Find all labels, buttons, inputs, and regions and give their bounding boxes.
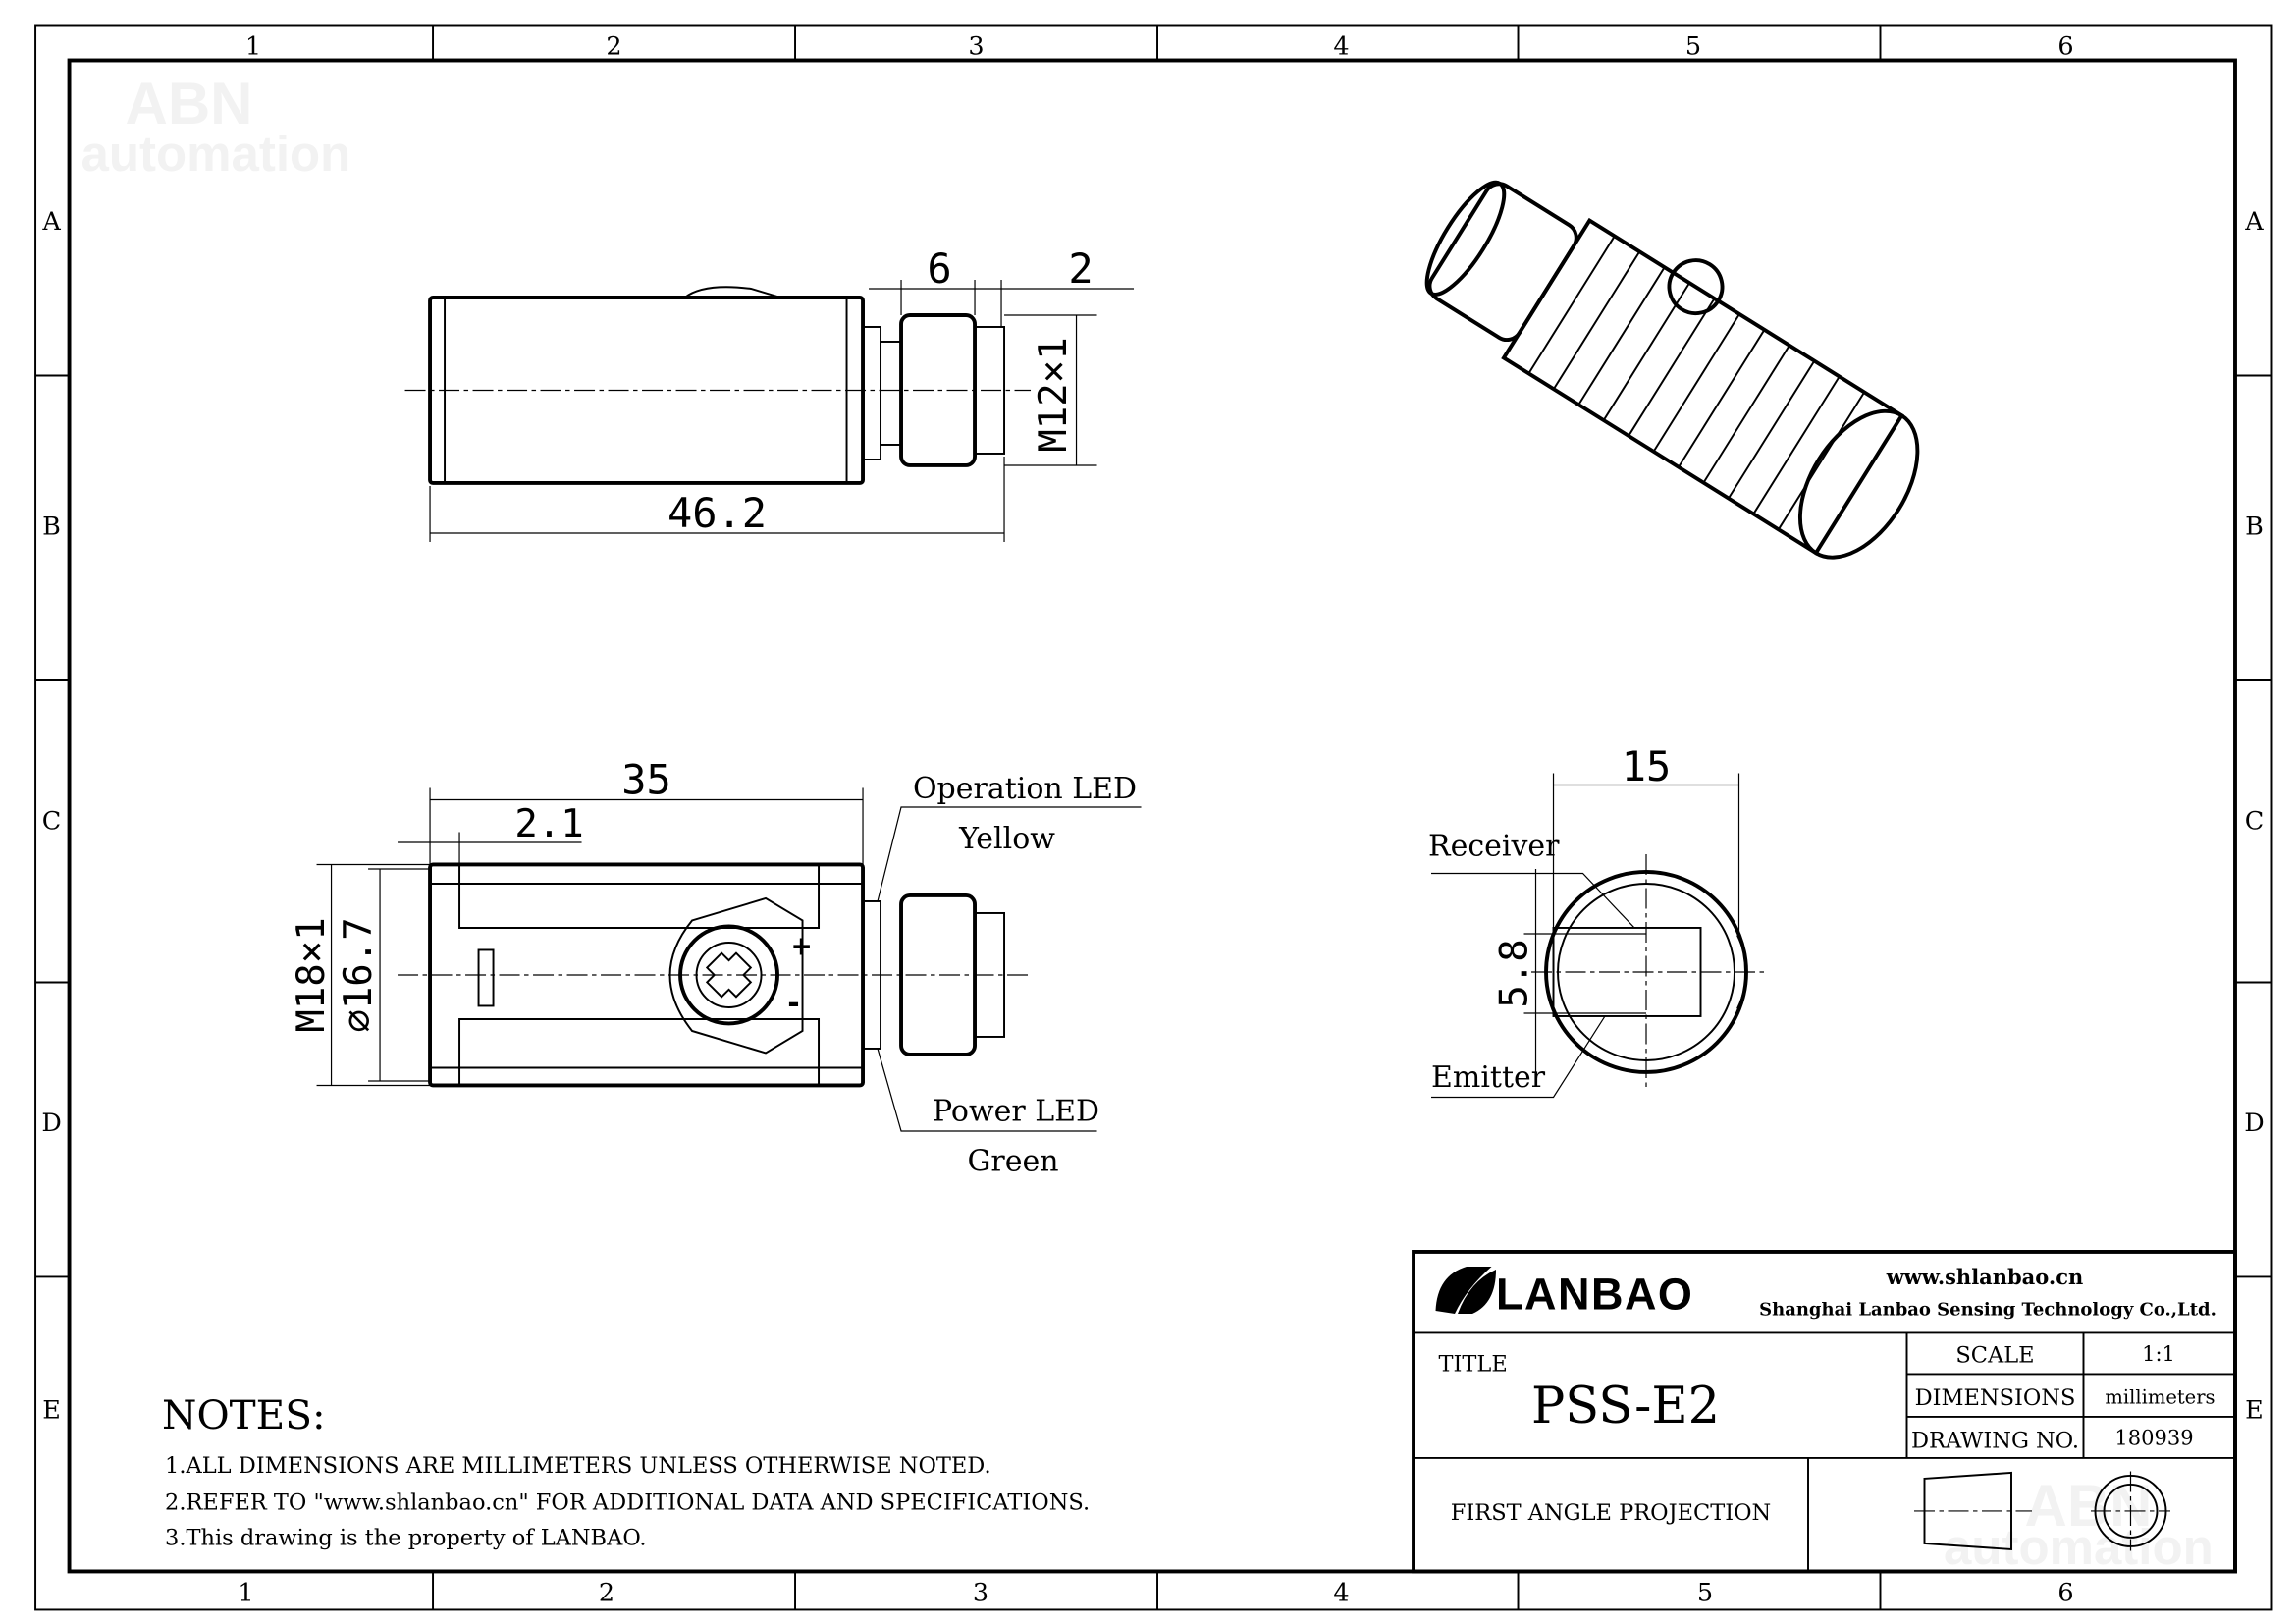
- lanbao-logo: LANBAO: [1435, 1266, 1693, 1319]
- column-label: 1: [238, 1578, 253, 1607]
- dim-thread: M12×1: [1032, 337, 1076, 452]
- note-item: 1.ALL DIMENSIONS ARE MILLIMETERS UNLESS …: [165, 1453, 991, 1479]
- row-label: E: [42, 1395, 61, 1425]
- watermark-top: ABN automation: [81, 71, 351, 182]
- drawing-title: PSS-E2: [1531, 1378, 1720, 1435]
- note-item: 2.REFER TO "www.shlanbao.cn" FOR ADDITIO…: [165, 1489, 1090, 1515]
- row-label: C: [42, 806, 62, 836]
- column-label: 1: [245, 31, 261, 61]
- power-led-color: Green: [967, 1144, 1058, 1178]
- title-label: TITLE: [1439, 1351, 1508, 1377]
- column-label: 5: [1685, 31, 1701, 61]
- column-label: 5: [1697, 1578, 1713, 1607]
- column-label: 6: [2057, 1578, 2073, 1607]
- dim-offset: 2.1: [514, 802, 583, 846]
- dim-length: 46.2: [667, 489, 767, 537]
- svg-text:automation: automation: [81, 126, 351, 182]
- row-label: B: [42, 512, 61, 541]
- dim-width: 15: [1622, 742, 1672, 790]
- dim-spacing: 5.8: [1493, 939, 1537, 1007]
- drawing-no-label: DRAWING NO.: [1911, 1428, 2079, 1453]
- scale-value: 1:1: [2142, 1342, 2175, 1366]
- watermark-bottom: ABN automation: [1944, 1473, 2214, 1575]
- receiver-label: Receiver: [1428, 829, 1560, 863]
- emitter-label: Emitter: [1431, 1060, 1546, 1095]
- scale-label: SCALE: [1955, 1342, 2034, 1368]
- first-angle-projection-symbol: [1914, 1471, 2170, 1551]
- column-label: 2: [606, 31, 621, 61]
- row-label: A: [41, 207, 61, 237]
- dim-diameter: ⌀16.7: [337, 917, 381, 1032]
- column-label: 4: [1333, 1578, 1349, 1607]
- drawing-frame: 1 2 3 4 5 6 1 2 3 4 5 6 A B C D E A B C …: [34, 24, 2273, 1611]
- column-label: 3: [968, 31, 984, 61]
- column-label: 4: [1333, 31, 1349, 61]
- dimensions-value: millimeters: [2105, 1385, 2215, 1408]
- isometric-view: [1424, 180, 1920, 560]
- notes: NOTES: 1.ALL DIMENSIONS ARE MILLIMETERS …: [162, 1391, 1090, 1550]
- power-led-label: Power LED: [933, 1094, 1099, 1128]
- svg-text:ABN: ABN: [126, 71, 253, 136]
- column-label: 2: [599, 1578, 614, 1607]
- note-item: 3.This drawing is the property of LANBAO…: [165, 1525, 647, 1550]
- row-label: B: [2245, 512, 2264, 541]
- side-view: 46.2 6 2 M12×1: [404, 244, 1135, 542]
- row-label: C: [2245, 806, 2264, 836]
- column-label: 3: [973, 1578, 988, 1607]
- notes-heading: NOTES:: [162, 1391, 326, 1438]
- title-block: LANBAO www.shlanbao.cn Shanghai Lanbao S…: [1412, 1250, 2237, 1574]
- svg-text:LANBAO: LANBAO: [1496, 1269, 1693, 1319]
- dim-connector: 6: [927, 244, 951, 293]
- minus-label: -: [788, 981, 800, 1021]
- dim-thread: M18×1: [290, 917, 334, 1032]
- top-view: + - 35 2.1 M18×1 ⌀16.7 Operation LED Yel…: [290, 755, 1142, 1178]
- drawing-no-value: 180939: [2114, 1426, 2193, 1449]
- projection-label: FIRST ANGLE PROJECTION: [1451, 1500, 1771, 1526]
- column-label: 6: [2057, 31, 2073, 61]
- row-label: E: [2245, 1395, 2264, 1425]
- operation-led-label: Operation LED: [913, 772, 1137, 806]
- row-label: D: [41, 1109, 61, 1138]
- row-label: A: [2244, 207, 2264, 237]
- plus-label: +: [792, 928, 811, 964]
- row-label: D: [2244, 1109, 2264, 1138]
- operation-led-color: Yellow: [958, 822, 1055, 856]
- front-view: 15 5.8 Receiver Emitter: [1428, 742, 1768, 1099]
- company-name: Shanghai Lanbao Sensing Technology Co.,L…: [1759, 1299, 2216, 1320]
- dim-tip: 2: [1068, 244, 1093, 293]
- website: www.shlanbao.cn: [1886, 1265, 2084, 1289]
- dim-length: 35: [621, 755, 671, 803]
- dimensions-label: DIMENSIONS: [1915, 1385, 2076, 1411]
